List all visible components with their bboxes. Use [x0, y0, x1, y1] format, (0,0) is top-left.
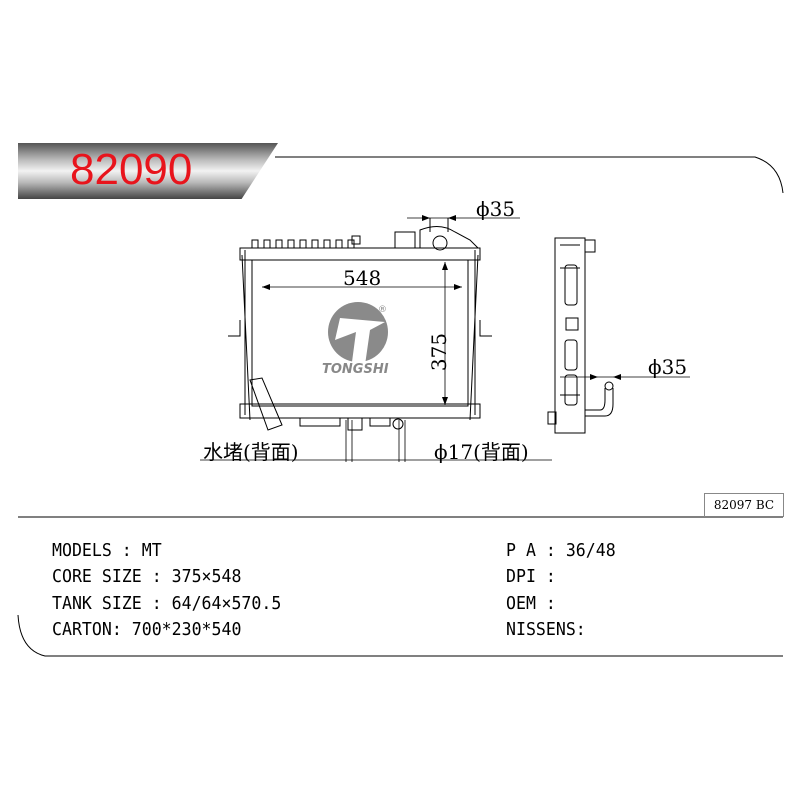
frame-top-line [275, 156, 784, 194]
dimension-lines [200, 217, 690, 462]
spec-tank-size: TANK SIZE : 64/64×570.5 [52, 593, 282, 614]
registered-mark: ® [378, 305, 387, 315]
dim-outlet-label: ϕ35 [648, 355, 688, 379]
part-number: 82090 [70, 145, 193, 194]
spec-carton: CARTON: 700*230*540 [52, 619, 242, 640]
spec-pa: P A : 36/48 [506, 540, 616, 561]
dim-width-label: 548 [343, 266, 382, 290]
fitting-label: ϕ17(背面) [434, 440, 529, 464]
reference-code: 82097 BC [704, 493, 784, 517]
spec-models: MODELS : MT [52, 540, 162, 561]
spec-core-size: CORE SIZE : 375×548 [52, 566, 242, 587]
dim-inlet-label: ϕ35 [476, 197, 516, 221]
brand-name: TONGSHI [322, 362, 389, 377]
dimension-arrows [262, 215, 621, 405]
frame-bottom-line [17, 614, 783, 657]
spec-dpi: DPI : [506, 566, 556, 587]
tongshi-logo [328, 302, 388, 365]
radiator-front-view [228, 218, 492, 431]
spec-oem: OEM : [506, 593, 556, 614]
dim-height-label: 375 [427, 332, 452, 372]
spec-nissens: NISSENS: [506, 619, 586, 640]
drain-plug-label: 水堵(背面) [203, 440, 299, 464]
part-number-banner [18, 143, 278, 199]
radiator-side-view [547, 237, 614, 434]
